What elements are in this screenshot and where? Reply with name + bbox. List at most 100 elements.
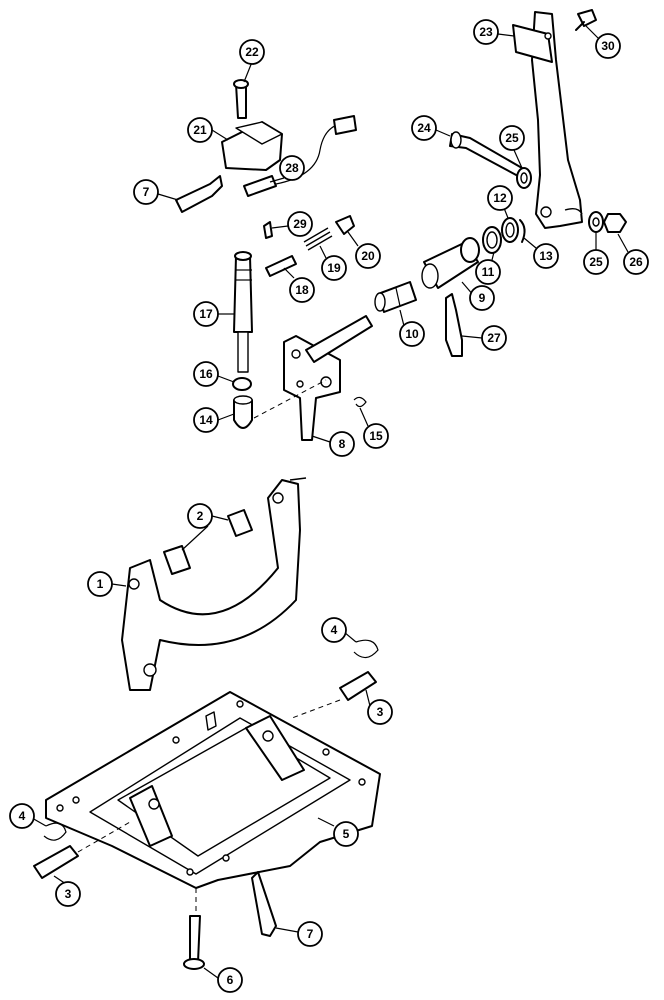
spring-part-19 <box>303 227 333 251</box>
svg-text:4: 4 <box>331 623 338 637</box>
svg-text:12: 12 <box>493 191 507 205</box>
svg-text:10: 10 <box>405 327 419 341</box>
plug-part-20 <box>335 215 355 235</box>
sealant-tube-part-7a <box>175 175 223 213</box>
ring-part-13 <box>519 219 526 243</box>
callout-26: 26 <box>617 233 649 275</box>
pin-part-3a <box>339 671 377 701</box>
ring-part-11 <box>482 226 502 254</box>
shift-bracket-part <box>283 315 373 441</box>
bushing-part <box>421 237 480 289</box>
svg-text:27: 27 <box>487 331 501 345</box>
callout-3a: 3 <box>365 689 393 725</box>
callout-2: 2 <box>181 503 229 551</box>
callout-18: 18 <box>283 267 315 303</box>
key-part-2b <box>163 545 191 575</box>
callout-10: 10 <box>399 309 425 347</box>
callout-7b: 7 <box>275 921 323 947</box>
callout-4a: 4 <box>321 617 357 643</box>
svg-text:25: 25 <box>589 255 603 269</box>
callout-17: 17 <box>193 301 234 327</box>
svg-text:5: 5 <box>343 827 350 841</box>
callout-8: 8 <box>311 431 355 457</box>
callout-15: 15 <box>359 407 389 449</box>
svg-text:30: 30 <box>601 39 615 53</box>
callout-12: 12 <box>487 185 513 219</box>
svg-text:2: 2 <box>197 509 204 523</box>
svg-text:4: 4 <box>19 809 26 823</box>
svg-text:13: 13 <box>539 249 553 263</box>
svg-text:7: 7 <box>307 927 314 941</box>
detent-plunger-part <box>233 251 253 373</box>
svg-text:15: 15 <box>369 429 383 443</box>
callout-27: 27 <box>461 325 507 351</box>
callout-19: 19 <box>319 245 347 281</box>
svg-text:7: 7 <box>143 185 150 199</box>
switch-block-part <box>221 121 283 171</box>
spacer-part <box>374 281 417 313</box>
callout-1: 1 <box>87 571 127 597</box>
nut-part-16 <box>232 377 252 391</box>
bolt-part-6 <box>183 915 205 970</box>
screw-part-29 <box>263 221 273 239</box>
svg-text:22: 22 <box>245 45 259 59</box>
callout-14: 14 <box>193 407 235 433</box>
svg-text:8: 8 <box>339 437 346 451</box>
clip-part-4a <box>353 639 379 659</box>
callout-20: 20 <box>347 231 381 269</box>
callout-25b: 25 <box>583 232 609 275</box>
callout-13: 13 <box>523 237 559 269</box>
svg-text:11: 11 <box>482 265 495 279</box>
callout-21: 21 <box>187 117 229 143</box>
svg-text:21: 21 <box>193 123 207 137</box>
sealant-tube-part-7b <box>251 871 277 937</box>
washer-part-25a <box>516 167 532 189</box>
svg-text:18: 18 <box>295 283 309 297</box>
clip-part-15 <box>353 396 367 408</box>
callout-3b: 3 <box>53 875 81 907</box>
svg-text:20: 20 <box>361 249 375 263</box>
key-part-2a <box>227 509 253 537</box>
callout-28: 28 <box>269 155 305 183</box>
svg-text:26: 26 <box>629 255 643 269</box>
svg-text:9: 9 <box>479 291 486 305</box>
svg-text:19: 19 <box>327 261 341 275</box>
sealant-tube-part-27 <box>445 293 463 357</box>
svg-text:1: 1 <box>97 577 104 591</box>
ball-part-14 <box>233 395 253 429</box>
base-plate-part <box>45 691 381 889</box>
callout-23: 23 <box>473 19 515 45</box>
callout-6: 6 <box>203 967 243 993</box>
nut-part-26 <box>603 213 627 233</box>
callout-25a: 25 <box>499 125 525 169</box>
callout-5: 5 <box>317 817 359 847</box>
callout-7a: 7 <box>133 179 179 205</box>
svg-text:29: 29 <box>293 217 307 231</box>
svg-text:24: 24 <box>417 121 431 135</box>
svg-text:3: 3 <box>377 705 384 719</box>
svg-text:3: 3 <box>65 887 72 901</box>
lever-arm-part <box>512 11 583 229</box>
callout-11: 11 <box>475 251 501 285</box>
svg-text:17: 17 <box>199 307 213 321</box>
callout-29: 29 <box>271 211 313 237</box>
callout-24: 24 <box>411 115 451 141</box>
bolt-part-30 <box>575 9 597 31</box>
svg-text:28: 28 <box>285 161 299 175</box>
clip-part-4b <box>43 822 67 841</box>
arch-bracket-part <box>121 477 307 691</box>
pin-part-3b <box>33 845 79 879</box>
svg-text:25: 25 <box>505 131 519 145</box>
svg-text:16: 16 <box>199 367 213 381</box>
svg-text:14: 14 <box>199 413 213 427</box>
callout-4b: 4 <box>9 803 47 829</box>
callout-16: 16 <box>193 361 235 387</box>
ring-part-12 <box>501 217 519 243</box>
washer-part-25b <box>588 211 604 233</box>
callout-9: 9 <box>461 281 495 311</box>
long-bolt-part <box>449 131 523 177</box>
svg-text:6: 6 <box>227 973 234 987</box>
svg-text:23: 23 <box>479 25 493 39</box>
callout-30: 30 <box>585 25 621 59</box>
